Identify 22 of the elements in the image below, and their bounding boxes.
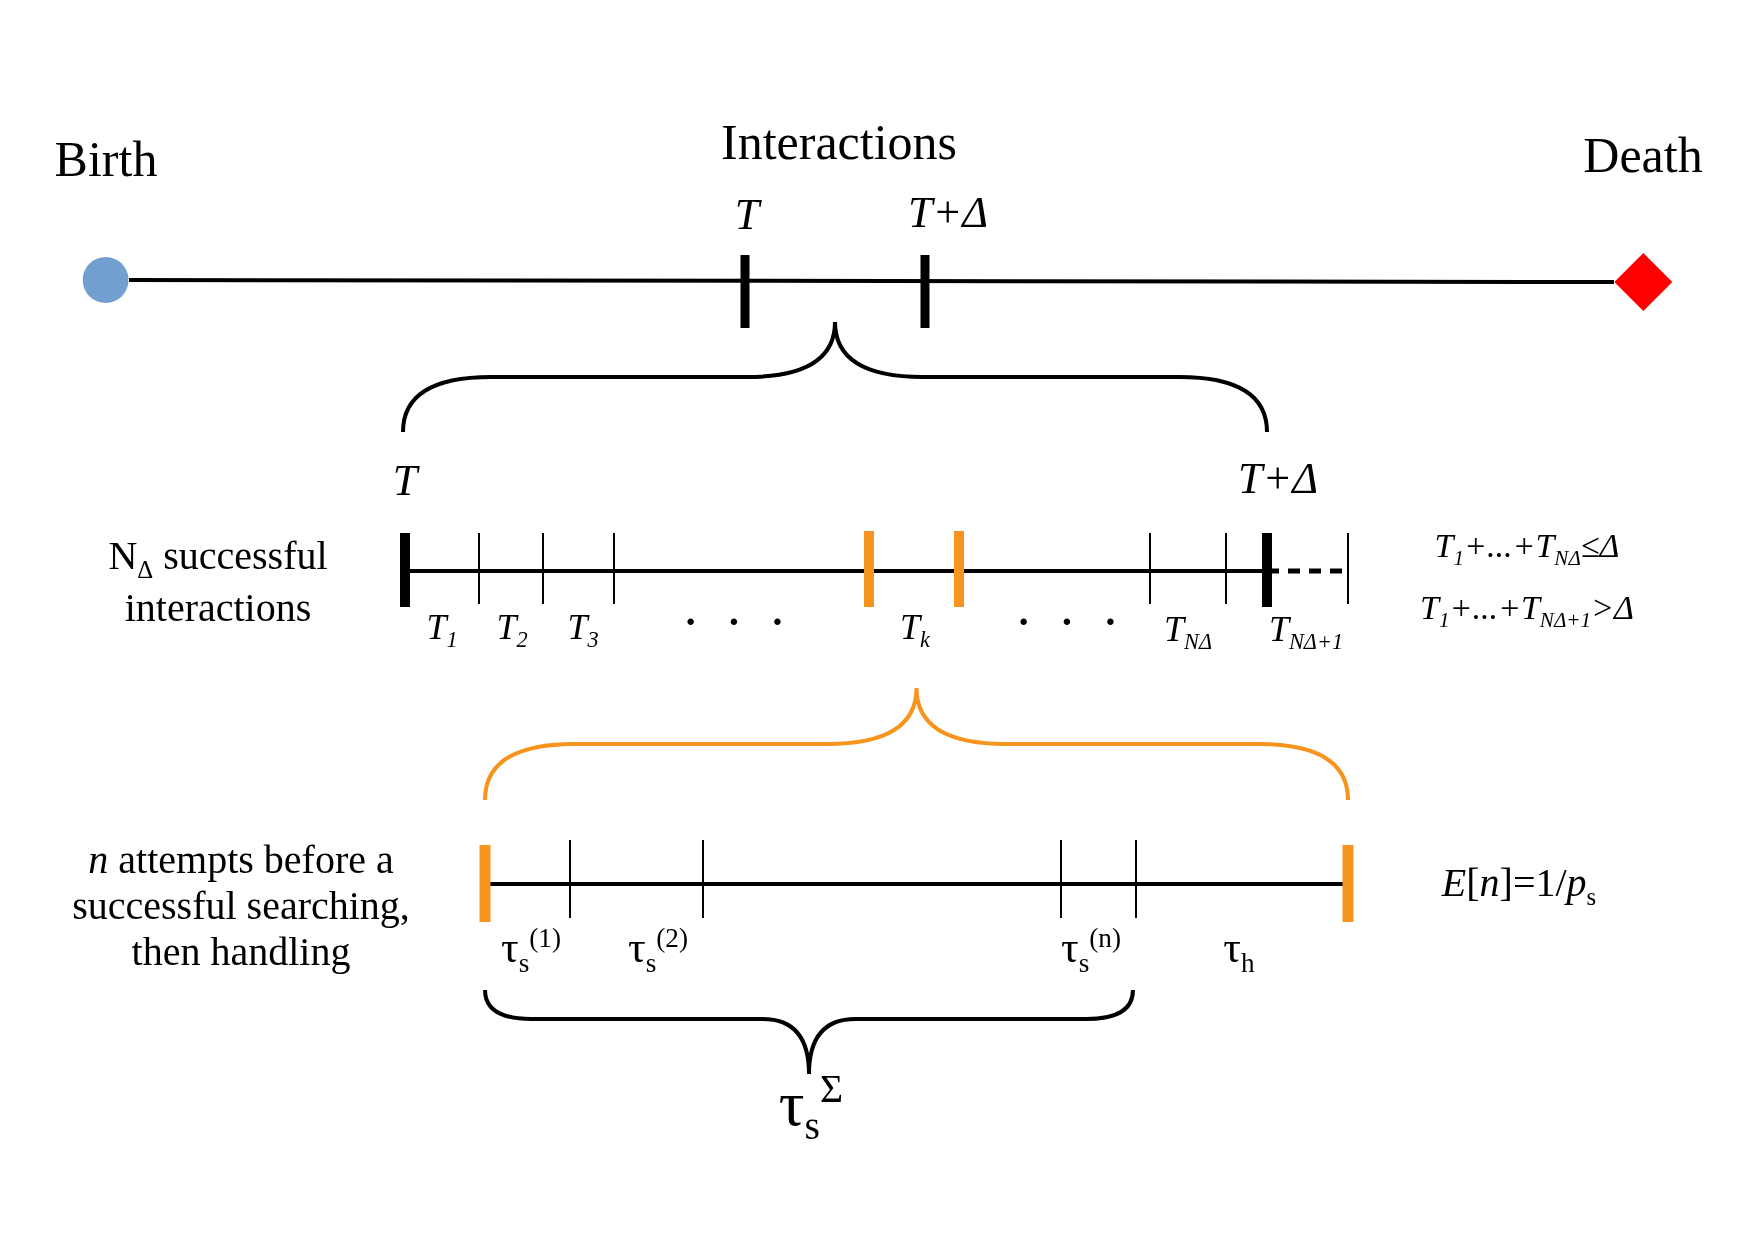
time-label: T xyxy=(392,455,418,507)
interval-label: τ$_{h}$ xyxy=(1223,922,1255,980)
description-text: N$_{Δ}$ successful interactions xyxy=(107,533,329,631)
time-label: T xyxy=(734,189,760,241)
formula: E[n]=1/p$_{s}$ xyxy=(1441,860,1597,912)
formula: T$_{1}$+...+T$_{NΔ}$≤Δ xyxy=(1434,526,1620,570)
ellipsis: · · · xyxy=(684,599,794,645)
interval-label: T$_{2}$ xyxy=(496,607,528,653)
ellipsis: · · · xyxy=(1017,599,1127,645)
heading: Interactions xyxy=(721,114,957,172)
timeline-label: Death xyxy=(1583,128,1703,183)
interval-label: T$_{NΔ}$ xyxy=(1164,609,1212,655)
time-label: T+Δ xyxy=(908,187,988,239)
formula: T$_{1}$+...+T$_{NΔ+1}$>Δ xyxy=(1420,588,1634,632)
interval-label: T$_{NΔ+1}$ xyxy=(1268,609,1344,655)
timeline-line xyxy=(129,278,1614,284)
interval-label: T$_{1}$ xyxy=(426,607,458,653)
interval-label: T$_{3}$ xyxy=(567,607,599,653)
interval-label: T$_{k}$ xyxy=(900,607,930,653)
description-text: n attempts before a successful searching, then handling xyxy=(71,837,411,975)
time-label: T+Δ xyxy=(1238,453,1318,505)
timeline-label: Birth xyxy=(54,132,158,187)
